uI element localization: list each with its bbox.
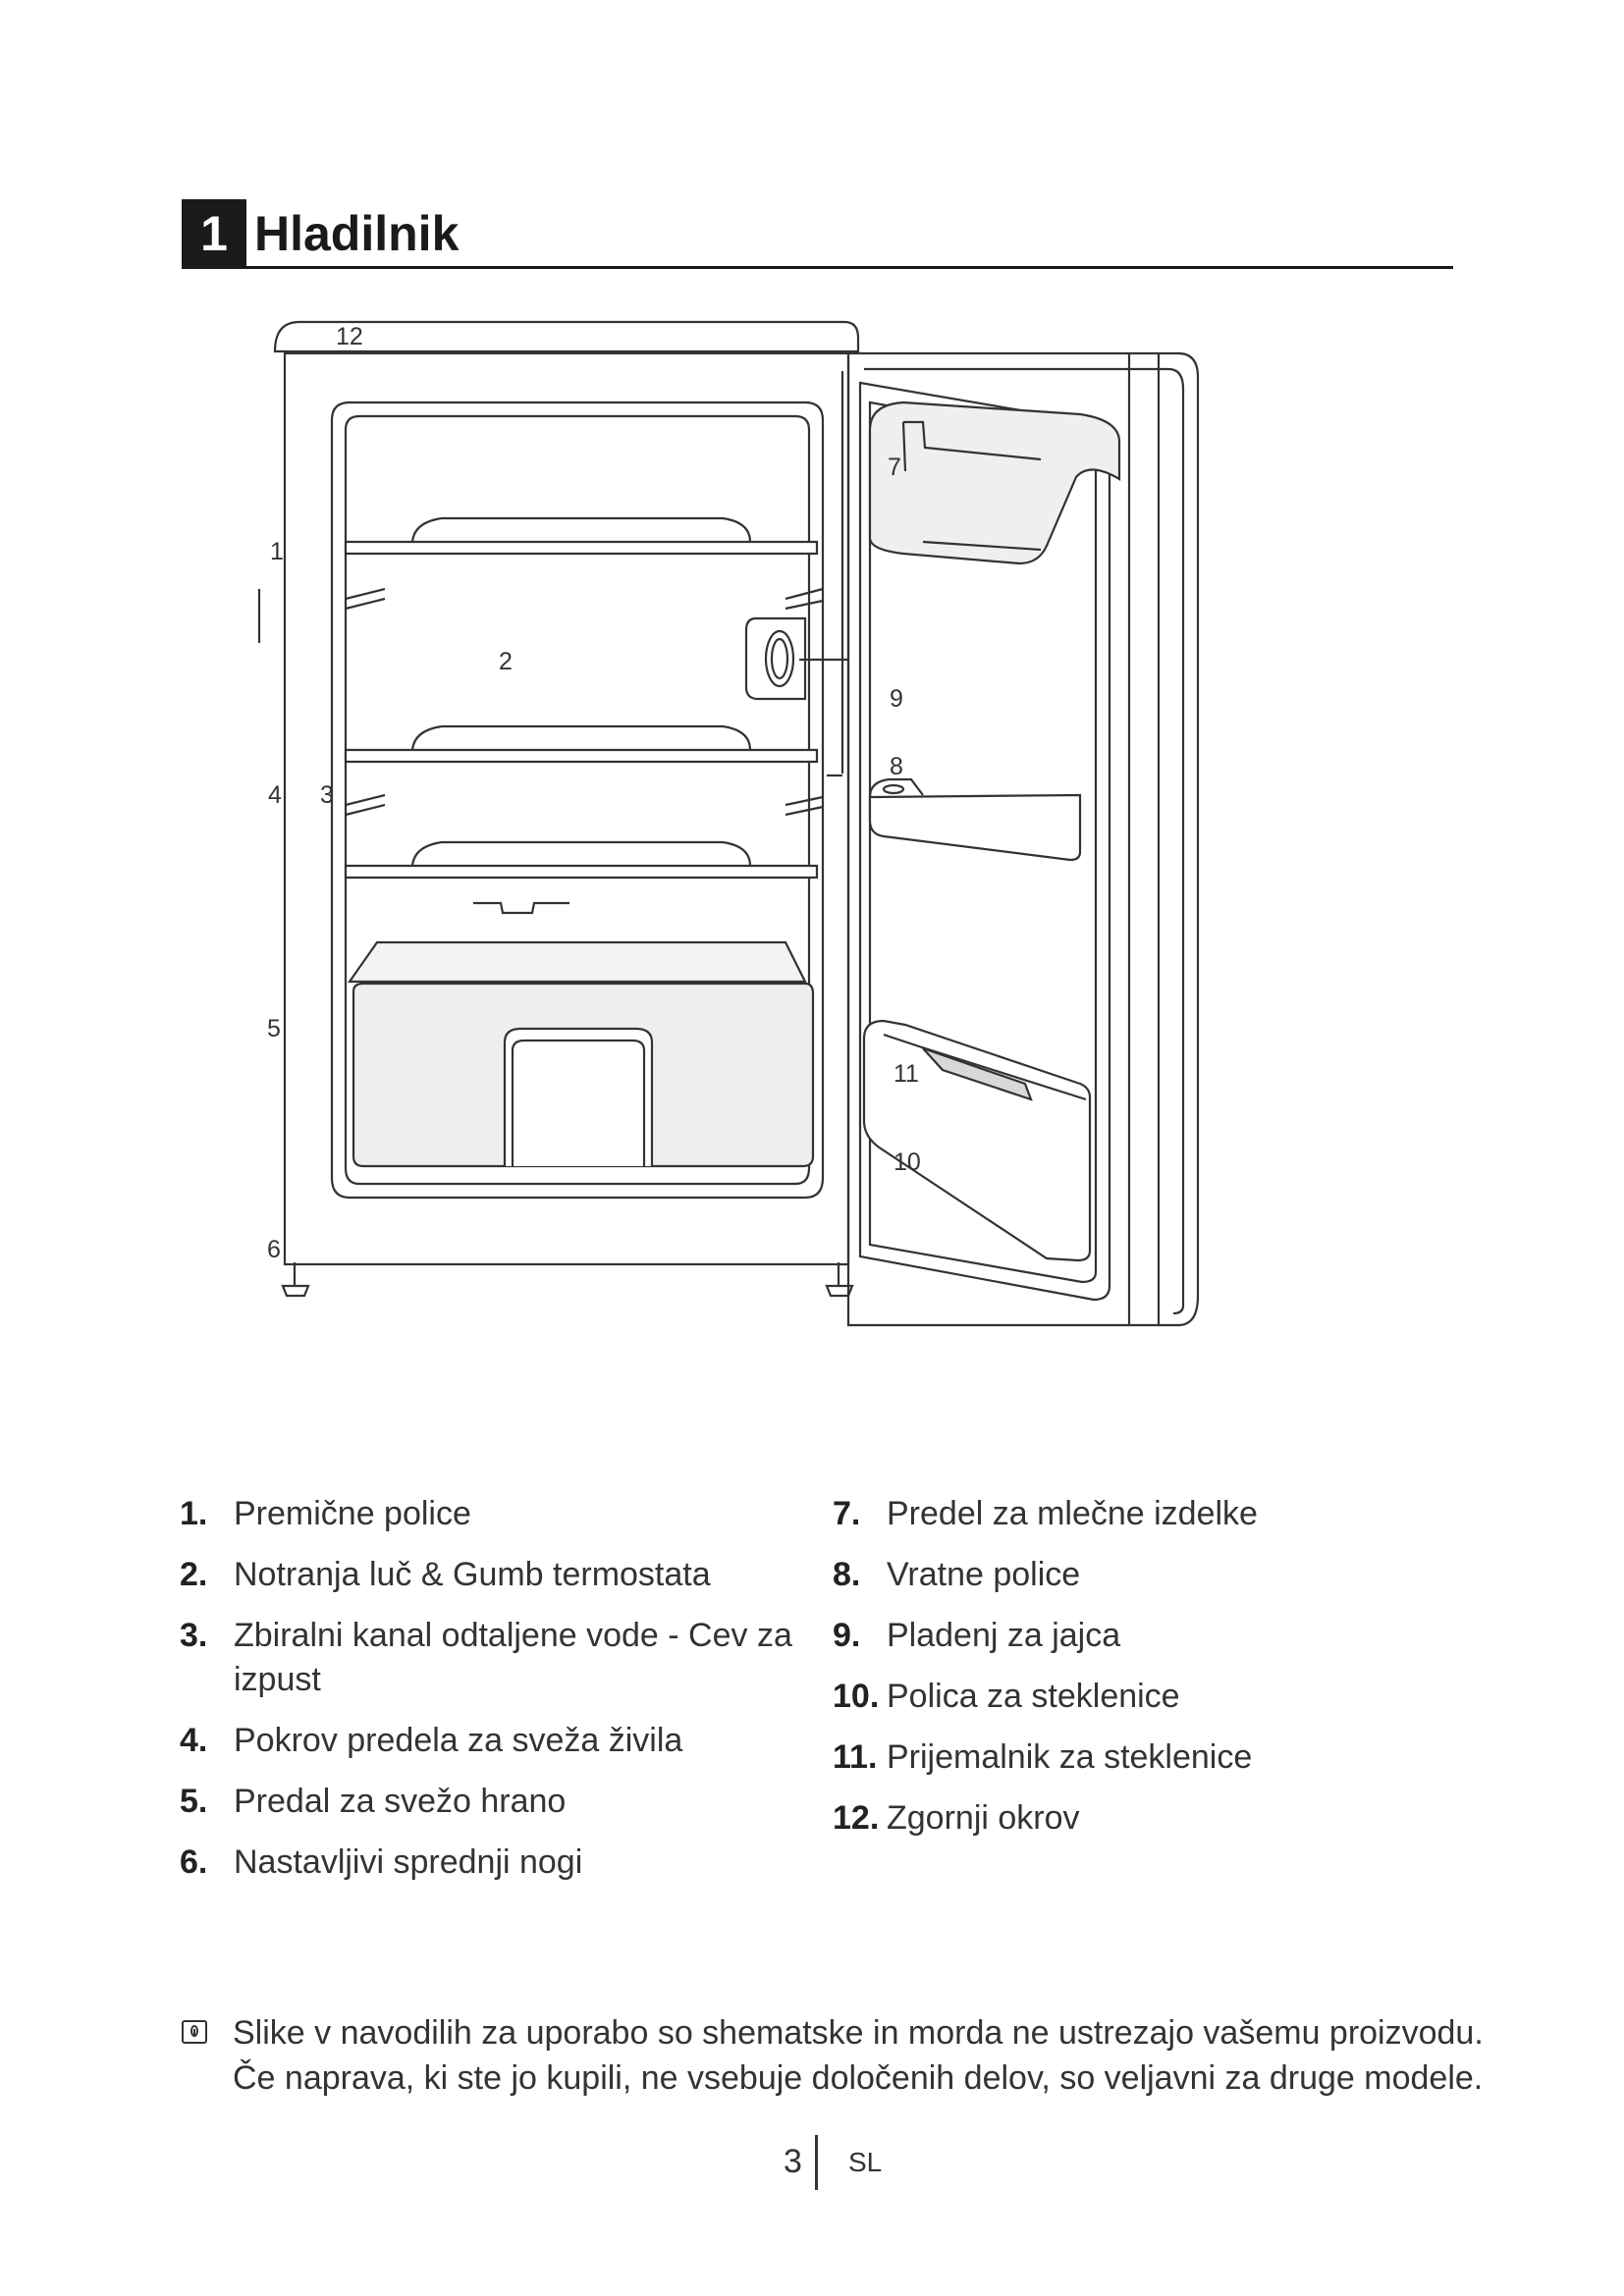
section-title: Hladilnik	[254, 199, 459, 268]
legend-number: 8.	[833, 1553, 887, 1597]
legend-item: 8. Vratne police	[833, 1553, 1461, 1597]
legend-item: 3. Zbiralni kanal odtaljene vode - Cev z…	[180, 1614, 808, 1702]
callout-7: 7	[888, 454, 901, 481]
callout-3: 3	[320, 781, 334, 809]
section-rule	[182, 266, 1453, 269]
legend-number: 2.	[180, 1553, 234, 1597]
legend-text: Pladenj za jajca	[887, 1614, 1461, 1658]
page-footer: 3 SL	[766, 2135, 962, 2194]
legend-number: 12.	[833, 1796, 887, 1841]
legend-number: 4.	[180, 1719, 234, 1763]
legend-right: 7. Predel za mlečne izdelke 8. Vratne po…	[833, 1492, 1461, 1857]
legend-number: 1.	[180, 1492, 234, 1536]
legend-number: 5.	[180, 1780, 234, 1824]
legend-item: 11. Prijemalnik za steklenice	[833, 1735, 1461, 1780]
legend-text: Predel za mlečne izdelke	[887, 1492, 1461, 1536]
legend-number: 7.	[833, 1492, 887, 1536]
callout-12: 12	[336, 323, 363, 350]
legend-text: Polica za steklenice	[887, 1675, 1461, 1719]
callout-2: 2	[499, 648, 513, 675]
refrigerator-illustration: 12 1 2 3 4 5 6 7 8 9 10 11	[255, 314, 1257, 1364]
legend-text: Zgornji okrov	[887, 1796, 1461, 1841]
legend-item: 5. Predal za svežo hrano	[180, 1780, 808, 1824]
legend-item: 7. Predel za mlečne izdelke	[833, 1492, 1461, 1536]
legend-text: Pokrov predela za sveža živila	[234, 1719, 808, 1763]
refrigerator-diagram: 12 1 2 3 4 5 6 7 8 9 10 11	[255, 314, 1257, 1364]
note-line-1: Slike v navodilih za uporabo so shematsk…	[233, 2010, 1497, 2056]
callout-4: 4	[268, 781, 282, 809]
note-line-2: Če naprava, ki ste jo kupili, ne vsebuje…	[233, 2056, 1497, 2101]
section-header: 1 Hladilnik	[182, 199, 1453, 270]
legend-text: Zbiralni kanal odtaljene vode - Cev za i…	[234, 1614, 808, 1702]
legend-text: Nastavljivi sprednji nogi	[234, 1841, 808, 1885]
legend-number: 11.	[833, 1735, 887, 1780]
callout-5: 5	[267, 1015, 281, 1042]
callout-10: 10	[893, 1148, 921, 1176]
info-icon	[182, 2020, 207, 2044]
legend-item: 12. Zgornji okrov	[833, 1796, 1461, 1841]
legend-number: 3.	[180, 1614, 234, 1658]
section-number: 1	[182, 199, 246, 268]
callout-6: 6	[267, 1236, 281, 1263]
legend-number: 9.	[833, 1614, 887, 1658]
legend-item: 6. Nastavljivi sprednji nogi	[180, 1841, 808, 1885]
language-code: SL	[848, 2147, 882, 2178]
legend-number: 6.	[180, 1841, 234, 1885]
legend-number: 10.	[833, 1675, 887, 1719]
info-note: Slike v navodilih za uporabo so shematsk…	[182, 2010, 1497, 2101]
legend-item: 9. Pladenj za jajca	[833, 1614, 1461, 1658]
callout-9: 9	[890, 685, 903, 713]
legend-item: 10. Polica za steklenice	[833, 1675, 1461, 1719]
legend-text: Premične police	[234, 1492, 808, 1536]
footer-divider	[815, 2135, 818, 2190]
callout-8: 8	[890, 753, 903, 780]
legend-text: Predal za svežo hrano	[234, 1780, 808, 1824]
legend-item: 1. Premične police	[180, 1492, 808, 1536]
page-number: 3	[784, 2143, 802, 2181]
legend-text: Vratne police	[887, 1553, 1461, 1597]
legend-left: 1. Premične police 2. Notranja luč & Gum…	[180, 1492, 808, 1901]
legend-item: 4. Pokrov predela za sveža živila	[180, 1719, 808, 1763]
callout-11: 11	[893, 1060, 919, 1088]
legend-text: Notranja luč & Gumb termostata	[234, 1553, 808, 1597]
legend-text: Prijemalnik za steklenice	[887, 1735, 1461, 1780]
callout-1: 1	[270, 538, 284, 565]
legend-item: 2. Notranja luč & Gumb termostata	[180, 1553, 808, 1597]
